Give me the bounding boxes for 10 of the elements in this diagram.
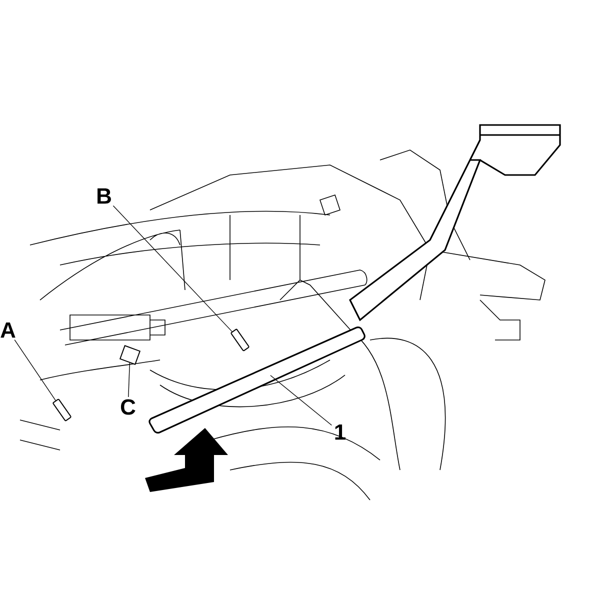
bolt: [52, 398, 72, 422]
leader-line: [270, 375, 332, 426]
callout-letter: A: [0, 322, 16, 338]
callout-letter: C: [120, 399, 136, 415]
callout-letter: B: [98, 188, 111, 204]
leader-line: [112, 205, 232, 332]
bolt: [230, 328, 250, 352]
leader-line: [128, 362, 130, 398]
leader-line: [14, 339, 56, 401]
callout-letter: 1: [335, 424, 346, 440]
